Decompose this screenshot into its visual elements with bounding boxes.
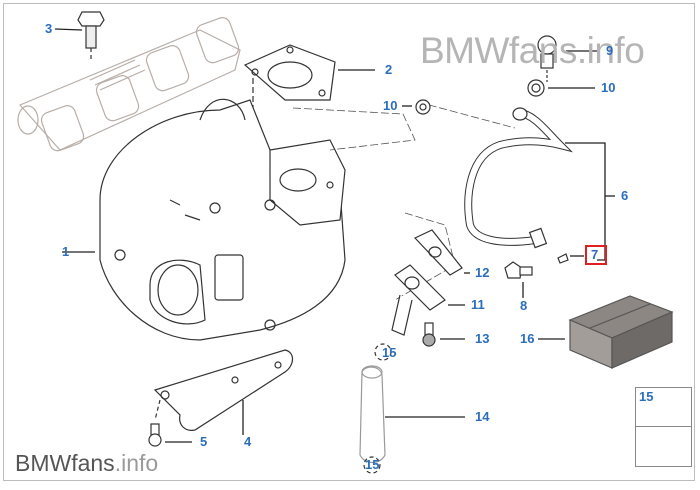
watermark-suffix: .info [114,450,159,476]
callout-15-upper[interactable]: 15 [382,345,397,360]
turbocharger-1 [99,98,346,341]
callout-10-right[interactable]: 10 [601,80,616,95]
callout-11[interactable]: 11 [471,297,485,312]
watermark-brand: BMWfans [15,450,115,476]
callout-5[interactable]: 5 [200,434,208,449]
callout-1[interactable]: 1 [62,244,70,259]
callout-16[interactable]: 16 [520,331,535,346]
gasket-2 [243,44,336,170]
washer-10-left [415,99,431,115]
callout-2[interactable]: 2 [385,62,393,77]
callout-13[interactable]: 13 [475,331,490,346]
highlight-box [585,245,607,265]
watermark-top: BMWfans.info [420,30,645,71]
callout-15-lower[interactable]: 15 [365,457,380,472]
side-panel: 15 [635,387,692,467]
flange-pipe-11 [391,264,446,336]
callout-4[interactable]: 4 [244,434,252,449]
bolt-13 [422,322,436,347]
watermark-bottom: BMWfans.info [15,450,158,477]
kit-box-16 [568,295,674,369]
callout-7[interactable]: 7 [591,247,599,262]
callout-10-left[interactable]: 10 [383,98,398,113]
callout-8[interactable]: 8 [520,298,528,313]
bolt-5 [148,423,162,447]
side-panel-clamp[interactable]: 15 [636,388,691,427]
callout-6[interactable]: 6 [621,188,629,203]
callout-12[interactable]: 12 [475,265,490,280]
callout-14[interactable]: 14 [475,409,490,424]
exhaust-manifold [17,17,241,152]
oil-pipe-6 [464,107,574,249]
gasket-12 [413,229,463,276]
callout-9[interactable]: 9 [606,43,614,58]
bolt-3 [77,11,105,62]
hose-14 [359,365,386,464]
clip-7 [557,253,569,264]
washer-10-right [527,79,545,97]
side-panel-back-button[interactable] [636,427,691,465]
banjo-bolt-9 [537,35,557,82]
bracket-4 [153,349,294,431]
bolt-8 [504,261,533,279]
callout-3[interactable]: 3 [45,21,53,36]
callout-15-panel[interactable]: 15 [639,389,654,404]
